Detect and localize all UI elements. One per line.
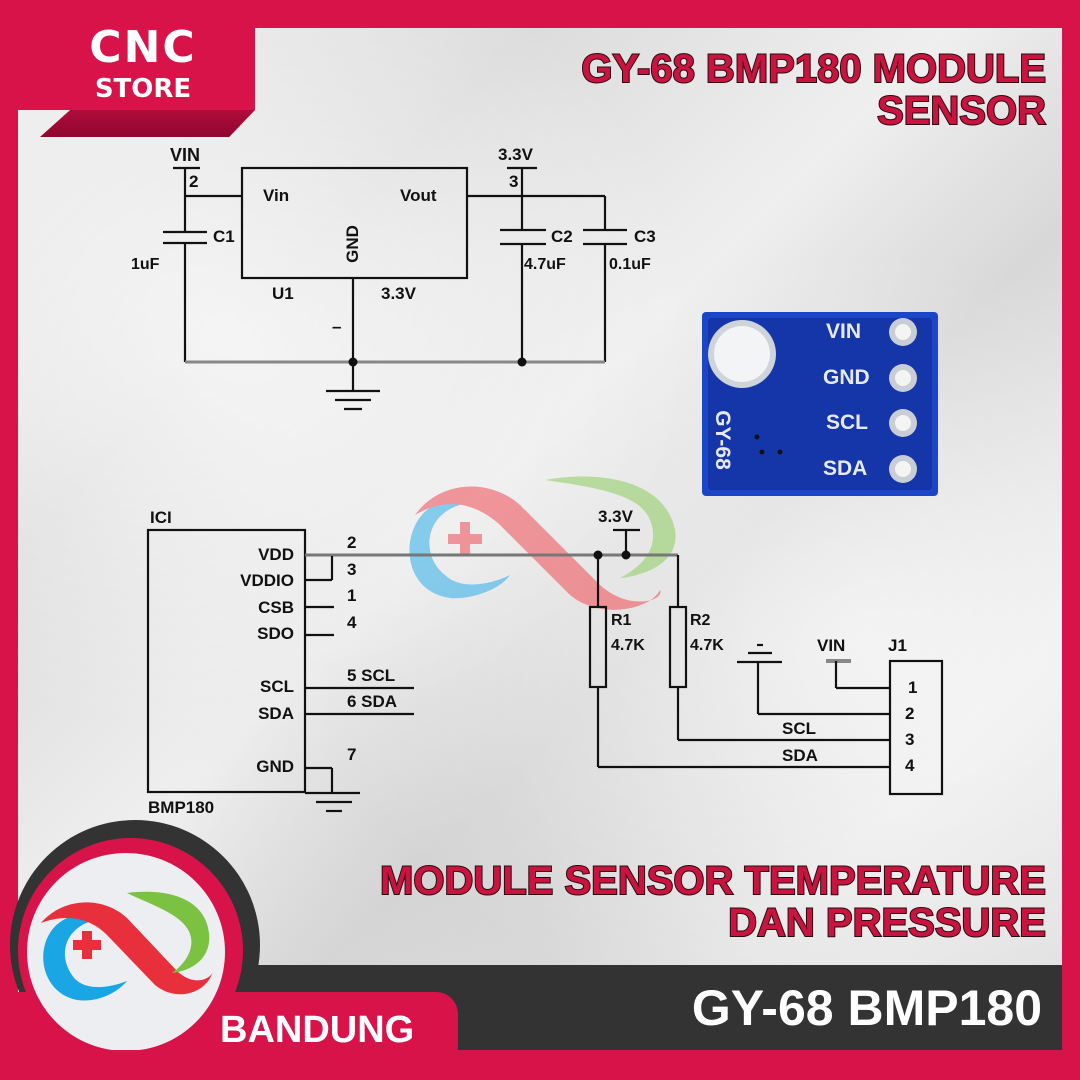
ic-pinnum-scl: 5 SCL [347,666,396,685]
j1-pin-2: 2 [905,704,915,723]
pcb-label-vin: VIN [826,320,862,343]
pcb-label-sda: SDA [823,457,868,480]
logo-text-store: STORE [94,74,192,104]
label-j1-vin: VIN [817,636,846,655]
watermark-cross-h [448,534,482,544]
label-c3: C3 [634,227,656,246]
ic-pin-sda: SDA [258,704,294,723]
pcb-label-scl: SCL [826,411,868,434]
logo-green-arc [127,891,210,973]
watermark-red-band [415,486,661,610]
label-u1: U1 [272,284,294,303]
logo-cross-h [73,940,101,950]
label-r2: R2 [690,612,711,629]
label-vin-pin: 2 [189,172,199,191]
label-c1: C1 [213,227,235,246]
via [777,449,783,455]
u1-box [240,166,469,280]
footer-description: MODULE SENSOR TEMPERATURE DAN PRESSURE [379,859,1047,945]
sensor-hole [714,326,770,382]
module-photo: VIN GND SCL SDA GY-68 [702,312,938,496]
infinity-logo-icon [41,891,213,1001]
description-line-2: DAN PRESSURE [727,901,1047,945]
label-ic-part: BMP180 [148,798,215,817]
left-frame [0,0,18,1080]
page-title: GY-68 BMP180 MODULE SENSOR [580,47,1047,133]
junction-gnd-u1 [348,357,358,367]
pcb-board [702,312,938,496]
logo-bevel [40,110,255,137]
label-c1-value: 1uF [131,256,160,273]
ic-pinnum-sda: 6 SDA [347,692,398,711]
label-u1-gnd: GND [343,225,362,263]
label-c3-value: 0.1uF [609,256,651,273]
label-u1-vout: Vout [400,186,437,205]
j1-pin-4: 4 [905,756,915,775]
brand-circle-logo [27,853,225,1051]
title-line-1: GY-68 BMP180 MODULE [580,47,1047,91]
label-c2-value: 4.7uF [524,256,566,273]
ic-pin-csb: CSB [258,598,294,617]
j1-pin-3: 3 [905,730,915,749]
label-u1-value: 3.3V [381,284,416,303]
description-line-1: MODULE SENSOR TEMPERATURE [379,859,1047,903]
label-out-3v3: 3.3V [498,145,533,164]
label-net-sda: SDA [782,746,818,765]
ic-pinnum-csb: 1 [347,586,357,605]
ic-pin-scl: SCL [260,677,294,696]
label-vin: VIN [170,145,201,165]
product-name: GY-68 BMP180 [691,980,1042,1036]
label-ic-ref: ICI [150,508,172,527]
ic-pin-vdd: VDD [258,545,294,564]
ic-pin-vddio: VDDIO [240,571,294,590]
label-u1-gnd-wrap: GND [343,222,363,266]
label-r1: R1 [611,612,632,629]
bottom-frame [0,1050,1080,1080]
cnc-store-logo: CNC STORE [18,22,255,110]
label-j1: J1 [888,636,907,655]
location-label: BANDUNG [220,1009,415,1051]
label-r1-value: 4.7K [611,637,645,654]
logo-blue-arc [43,915,127,1001]
ic-pinnum-gnd: 7 [347,745,357,764]
via [754,434,760,440]
junction-supply [621,550,631,560]
pcb-silkscreen: GY-68 [710,410,734,470]
watermark-blue-arc [409,500,510,599]
title-line-2: SENSOR [876,89,1047,133]
logo-text-cnc: CNC [89,22,197,73]
junction-gnd-c2 [517,357,527,367]
label-gnd-minus: – [332,317,342,336]
watermark-green-arc [545,476,676,578]
j1-box [888,659,944,796]
via [759,449,765,455]
label-u1-vin: Vin [263,186,290,205]
ic-box [146,528,307,794]
label-out-pin: 3 [509,172,519,191]
pcb-label-gnd: GND [823,366,870,389]
label-r2-value: 4.7K [690,637,724,654]
ic-pin-gnd: GND [256,757,294,776]
label-supply-3v3: 3.3V [598,507,633,526]
ic-pinnum-vdd: 2 [347,533,357,552]
ic-pinnum-vddio: 3 [347,560,357,579]
junction-r1 [593,550,603,560]
j1-pin-1: 1 [908,678,918,697]
label-net-scl: SCL [782,719,816,738]
logo-red-band [41,902,213,995]
label-c2: C2 [551,227,573,246]
ic-pinnum-sdo: 4 [347,613,357,632]
ic-pin-sdo: SDO [257,624,294,643]
